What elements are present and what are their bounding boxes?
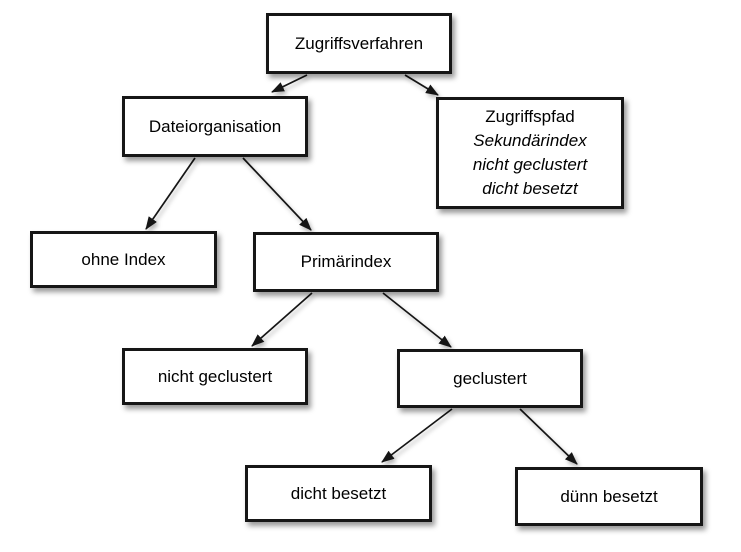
edge-zugriffsverfahren-dateiorganisation-arrow (271, 74, 308, 93)
node-label: Primärindex (300, 252, 392, 271)
node-line-nicht-geclustert: nicht geclustert (472, 155, 588, 174)
edge-geclustert-dicht-besetzt-arrow (381, 408, 453, 463)
node-label: Dateiorganisation (148, 116, 282, 136)
edge-geclustert-duenn-besetzt-arrow (519, 408, 578, 465)
node-label: nicht geclustert (157, 366, 273, 386)
node-line-dicht-besetzt: dicht besetzt (482, 179, 578, 198)
node-zugriffsverfahren: Zugriffsverfahren (266, 13, 452, 74)
node-ohne-index: ohne Index (30, 231, 217, 288)
node-label: ohne Index (81, 249, 166, 269)
edge-primaerindex-nicht-geclustert-arrow (251, 292, 313, 347)
node-duenn-besetzt: dünn besetzt (515, 467, 703, 526)
node-zugriffspfad: Zugriffspfad Sekundärindex nicht geclust… (436, 97, 624, 209)
node-primaerindex: Primärindex (253, 232, 439, 292)
node-geclustert: geclustert (397, 349, 583, 408)
edge-dateiorganisation-primaerindex-arrow (242, 157, 312, 231)
edge-primaerindex-geclustert-arrow (382, 292, 452, 348)
node-label: Zugriffsverfahren (294, 33, 424, 53)
node-label: geclustert (453, 368, 527, 388)
node-dicht-besetzt: dicht besetzt (245, 465, 432, 522)
node-dateiorganisation: Dateiorganisation (122, 96, 308, 157)
node-label: dünn besetzt (560, 486, 658, 506)
node-title: Zugriffspfad (485, 107, 575, 126)
edge-dateiorganisation-ohne-index-arrow (145, 157, 196, 230)
node-line-sekundaerindex: Sekundärindex (473, 131, 587, 150)
edge-zugriffsverfahren-zugriffspfad-arrow (404, 74, 439, 96)
node-nicht-geclustert: nicht geclustert (122, 348, 308, 405)
node-label: dicht besetzt (290, 483, 387, 503)
